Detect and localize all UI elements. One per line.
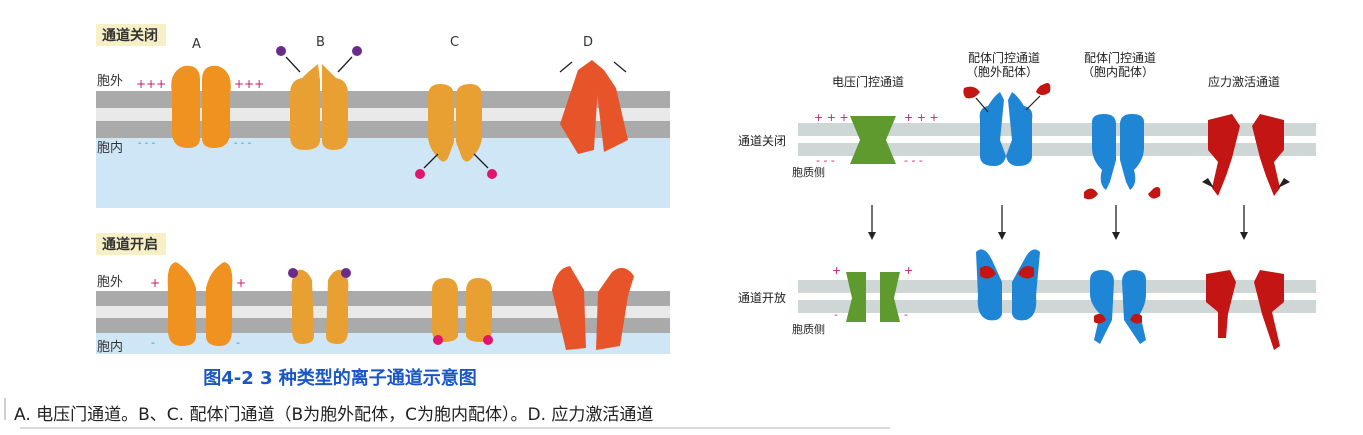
row-closed-label: 通道关闭 [738, 134, 786, 148]
footnote-rule [20, 427, 890, 429]
mechano-channel-closed [1208, 114, 1284, 196]
col-title-ligand-out-1: 配体门控通道 [968, 50, 1040, 65]
open-label-box [96, 233, 166, 255]
left-rule [4, 398, 6, 420]
ligand-in-bound-right [1130, 313, 1142, 324]
ligand-in-bound-left [1094, 313, 1106, 324]
inside-label-bottom: 胞内 [97, 339, 123, 355]
ligand-c-right [487, 169, 497, 179]
right-top-membrane-inner [798, 143, 1316, 156]
minus-single-right: - [236, 336, 240, 349]
channel-a-closed [171, 65, 231, 148]
arrow-b-left [285, 56, 301, 73]
ligand-b-bound-right [341, 268, 351, 278]
channel-d-closed [560, 60, 628, 154]
row-open-label: 通道开放 [738, 290, 786, 305]
arrow-ligand-out-left [975, 97, 989, 113]
left-top-membrane-core [96, 108, 670, 121]
left-bottom-membrane-outer [96, 291, 670, 306]
arrow-b-right [337, 56, 353, 73]
ligand-out-drop-right [1036, 83, 1051, 95]
right-bottom-membrane-inner [798, 300, 1316, 313]
figure-caption: 图4-2 3 种类型的离子通道示意图 [203, 368, 477, 389]
ligand-in-channel-open [1090, 270, 1146, 344]
voltage-channel-open [846, 272, 900, 322]
cytoplasm-side-top: 胞质侧 [792, 166, 825, 179]
col-title-mechano: 应力激活通道 [1208, 74, 1280, 89]
channel-letter-c: C [450, 35, 459, 50]
ligand-in-drop-right [1148, 187, 1161, 199]
channel-c-closed [428, 84, 482, 162]
minus-single-right-l: - [834, 308, 838, 321]
figure-footnote: A. 电压门通道。B、C. 配体门通道（B为胞外配体，C为胞内配体）。D. 应力… [14, 405, 654, 425]
left-top-membrane-outer [96, 91, 670, 108]
minus-signs-right-top-l: - - - [816, 154, 835, 167]
closed-label-box [96, 24, 166, 46]
left-top-membrane-inner [96, 121, 670, 138]
right-bottom-membrane-core [798, 293, 1316, 300]
ligand-out-drop-left [963, 86, 980, 99]
plus-signs-top-right: +++ [234, 77, 264, 91]
minus-single-right-r: - [904, 308, 908, 321]
ligand-out-bound-right [1018, 266, 1034, 279]
plus-single-right: + [236, 276, 246, 290]
ligand-in-channel-closed [1092, 114, 1144, 190]
inside-label-top: 胞内 [97, 140, 123, 156]
plus-single-right-l: + [832, 264, 841, 277]
plus-signs-top-left: +++ [136, 77, 166, 91]
minus-signs-top-left: - - - [138, 138, 156, 149]
arrow-d-left [559, 61, 573, 73]
ligand-in-drop-left [1084, 188, 1098, 200]
ligand-c-left [415, 169, 425, 179]
left-bottom-membrane-core [96, 306, 670, 318]
right-bottom-membrane-outer [798, 280, 1316, 293]
minus-signs-right-top-r: - - - [904, 154, 923, 167]
left-bottom-membrane-inner [96, 318, 670, 333]
ligand-out-bound-left [980, 266, 996, 279]
arrow-d-right [613, 61, 627, 73]
channel-d-open [552, 266, 634, 350]
plus-signs-right-top-r: + + + [904, 111, 939, 124]
channel-b-open [291, 269, 349, 344]
right-top-membrane-core [798, 136, 1316, 143]
open-label: 通道开启 [102, 236, 158, 253]
arrow-ligand-out-right [1025, 95, 1041, 111]
arrow-c-right [473, 153, 489, 169]
minus-single-left: - [151, 336, 155, 349]
minus-signs-top-right: - - - [234, 138, 252, 149]
col-title-voltage: 电压门控通道 [832, 74, 904, 89]
mechano-channel-open [1206, 270, 1284, 350]
right-top-membrane-outer [798, 123, 1316, 136]
cytoplasm-side-bottom: 胞质侧 [792, 323, 825, 336]
voltage-channel-closed [850, 116, 896, 164]
col-title-ligand-out-2: （胞外配体） [966, 65, 1038, 79]
plus-signs-right-top-l: + + + [814, 111, 849, 124]
col-title-ligand-in-2: （胞内配体） [1082, 65, 1154, 79]
ligand-c-bound-left [433, 335, 443, 345]
arrow-mechano-right [1278, 178, 1290, 188]
ligand-b-bound-left [288, 268, 298, 278]
channel-b-closed [290, 64, 348, 150]
right-diagram: 电压门控通道 配体门控通道 （胞外配体） 配体门控通道 （胞内配体） 应力激活通… [738, 50, 1316, 350]
outside-label-bottom: 胞外 [97, 275, 123, 290]
channel-c-open [432, 278, 492, 342]
ligand-b-right [352, 46, 362, 56]
outside-label-top: 胞外 [97, 74, 123, 89]
arrow-c-left [423, 153, 439, 169]
plus-single-left: + [150, 276, 160, 290]
channel-letter-a: A [192, 37, 201, 52]
plus-single-right-r: + [904, 264, 913, 277]
ligand-b-left [276, 46, 286, 56]
closed-label: 通道关闭 [102, 27, 158, 44]
ligand-c-bound-right [483, 335, 493, 345]
arrow-mechano-left [1202, 178, 1214, 188]
col-title-ligand-in-1: 配体门控通道 [1084, 50, 1156, 65]
left-diagram: 通道关闭 A B C D 胞外 胞内 +++ +++ - - - - - - 通… [96, 24, 670, 355]
channel-letter-d: D [583, 35, 593, 50]
channel-letter-b: B [316, 35, 325, 50]
channel-a-open [167, 262, 233, 346]
transition-arrows [868, 205, 1248, 240]
